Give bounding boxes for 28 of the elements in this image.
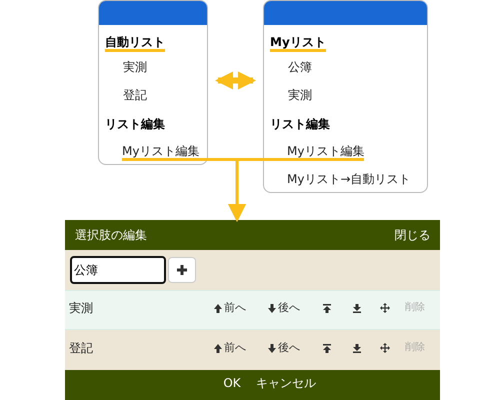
dialog-title: 選択肢の編集 <box>75 227 147 244</box>
move-down-button: 後へ <box>267 340 300 355</box>
menu-item: Myリスト編集 <box>287 143 364 161</box>
menu-item: 実測 <box>288 87 312 103</box>
move-up-button: 前へ <box>213 300 246 315</box>
menu-heading: リスト編集 <box>270 116 330 132</box>
menu-item: 実測 <box>123 59 147 75</box>
row-text: 登記 <box>69 340 93 358</box>
menu-heading: 自動リスト <box>105 34 165 52</box>
text-input-field: 公簿 <box>70 256 166 284</box>
menu-heading: Myリスト <box>270 34 326 52</box>
edit-dialog <box>65 220 440 400</box>
delete-button: 削除 <box>405 340 425 354</box>
menu-item: Myリスト編集 <box>122 143 200 161</box>
delete-button: 削除 <box>405 300 425 314</box>
menu-item: 公簿 <box>288 59 312 75</box>
close-button: 閉じる <box>390 226 435 244</box>
menu-item: Myリスト→自動リスト <box>287 171 411 187</box>
move-up-button: 前へ <box>213 340 246 355</box>
ok-button: OK <box>220 374 244 392</box>
dropdown-menu <box>98 0 208 165</box>
menu-heading: リスト編集 <box>105 116 165 132</box>
dropdown-menu <box>263 0 428 193</box>
cancel-button: キャンセル <box>251 374 321 392</box>
menu-item: 登記 <box>123 87 147 103</box>
row-text: 実測 <box>69 300 93 318</box>
move-down-button: 後へ <box>267 300 300 315</box>
double-arrow <box>215 72 256 90</box>
